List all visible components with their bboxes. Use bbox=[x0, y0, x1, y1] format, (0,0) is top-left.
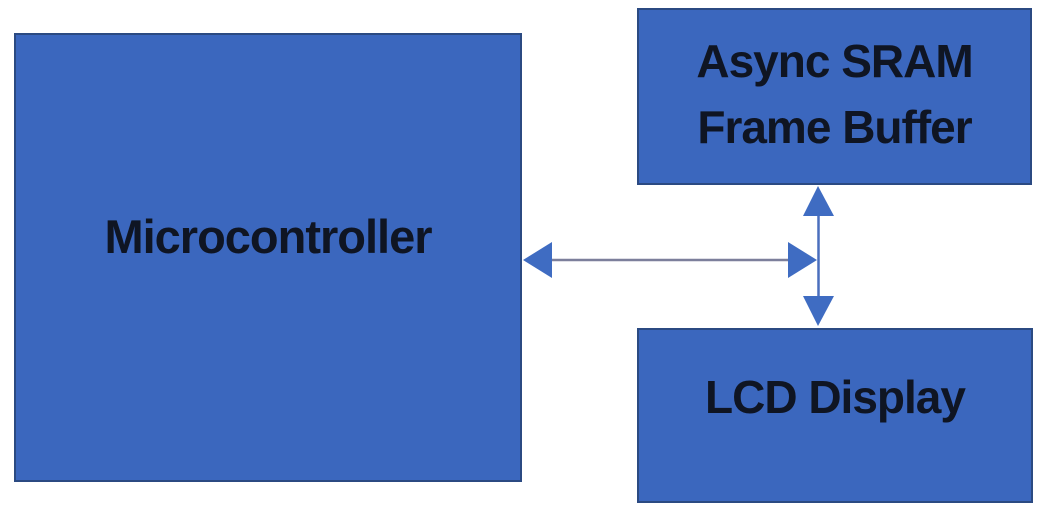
node-async-sram-frame-buffer: Async SRAM Frame Buffer bbox=[637, 8, 1032, 185]
down-arrowhead-icon bbox=[803, 296, 834, 326]
node-lcd-display-label: LCD Display bbox=[705, 370, 966, 423]
node-sram-label-line2: Frame Buffer bbox=[697, 100, 972, 153]
double-arrow-vertical bbox=[803, 186, 834, 326]
node-sram-label-line1: Async SRAM bbox=[696, 35, 973, 88]
up-arrowhead-icon bbox=[803, 186, 834, 216]
right-arrowhead-icon bbox=[788, 242, 817, 278]
node-microcontroller: Microcontroller bbox=[14, 33, 522, 482]
left-arrowhead-icon bbox=[523, 242, 552, 278]
node-lcd-display: LCD Display bbox=[637, 328, 1033, 503]
node-microcontroller-label: Microcontroller bbox=[104, 210, 432, 263]
double-arrow-horizontal bbox=[523, 242, 817, 278]
